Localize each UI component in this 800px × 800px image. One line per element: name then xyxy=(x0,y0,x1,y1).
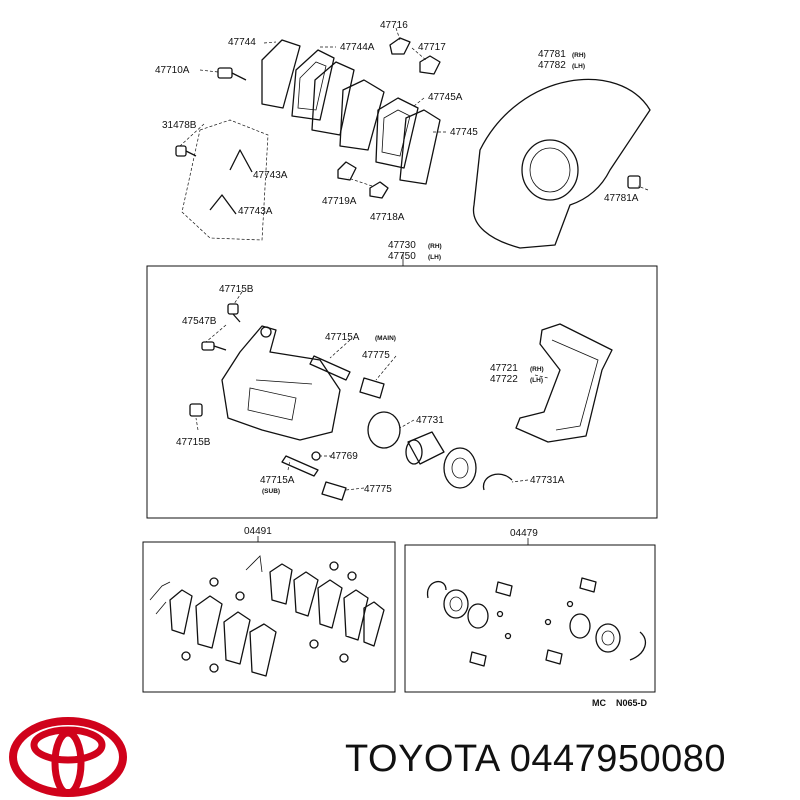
label-47715B-bottom: 47715B xyxy=(176,437,211,448)
label-47775-top: 47775 xyxy=(362,350,390,361)
pad-47744A xyxy=(291,49,335,121)
label-47721: 47721 xyxy=(490,363,518,374)
cylinder-boot xyxy=(443,447,477,489)
set-ring-47731A xyxy=(482,473,513,491)
label-47750-lh: (LH) xyxy=(428,254,441,261)
kit-04479-seals xyxy=(426,577,647,667)
label-47730-rh: (RH) xyxy=(428,243,442,250)
label-47745A: 47745A xyxy=(428,92,463,103)
pad-clip-47716 xyxy=(389,37,411,55)
label-main: (MAIN) xyxy=(375,335,396,342)
label-47731: 47731 xyxy=(416,415,444,426)
pad-clip-47718A xyxy=(369,181,389,199)
brand-name: TOYOTA xyxy=(345,738,499,780)
pad-inner xyxy=(311,61,385,151)
label-47731A: 47731A xyxy=(530,475,565,486)
pad-clip-47719A xyxy=(337,161,357,181)
toyota-logo-icon xyxy=(9,717,127,797)
leader-lines-middle xyxy=(195,291,549,491)
label-47715B-top: 47715B xyxy=(219,284,254,295)
label-47745: 47745 xyxy=(450,127,478,138)
caliper-assembly-frame xyxy=(146,265,658,519)
boot-47775-top xyxy=(359,377,385,399)
label-47781-rh: (RH) xyxy=(572,52,586,59)
kit-04491-pads xyxy=(149,555,385,677)
bleeder-47547B xyxy=(201,341,227,351)
label-47718A: 47718A xyxy=(370,212,405,223)
caliper-cylinder xyxy=(221,325,341,441)
bolt-47715B-top xyxy=(227,303,241,323)
brand-footer: TOYOTA 0447950080 xyxy=(345,738,726,781)
caliper-outline-top xyxy=(181,119,269,241)
label-47715A-sub: 47715A xyxy=(260,475,295,486)
label-kit-04479: 04479 xyxy=(510,528,538,539)
bolt-47710A xyxy=(217,67,247,81)
pad-shim-47744 xyxy=(261,39,301,109)
slide-pin-47715A-sub xyxy=(281,455,319,477)
label-47722: 47722 xyxy=(490,374,518,385)
caliper-mounting-bracket xyxy=(515,323,613,443)
label-47744A: 47744A xyxy=(340,42,375,53)
pad-47745A xyxy=(375,97,419,169)
label-47781: 47781 xyxy=(538,49,566,60)
label-47781A: 47781A xyxy=(604,193,639,204)
piston xyxy=(405,431,445,465)
label-47721-rh: (RH) xyxy=(530,366,544,373)
pad-clip-47717 xyxy=(419,55,441,75)
label-diagram-code: N065-D xyxy=(616,698,648,708)
label-47743A-1: 47743A xyxy=(253,170,288,181)
label-47716: 47716 xyxy=(380,20,408,31)
label-47750: 47750 xyxy=(388,251,416,262)
kit-04479-frame xyxy=(404,544,656,693)
label-47782: 47782 xyxy=(538,60,566,71)
label-47743A-2: 47743A xyxy=(238,206,273,217)
label-47710A: 47710A xyxy=(155,65,190,76)
bushing-47769 xyxy=(311,451,321,461)
bolt-31478B xyxy=(175,145,197,157)
kit-04491-frame xyxy=(142,541,396,693)
label-47547B: 47547B xyxy=(182,316,217,327)
label-47769: 47769 xyxy=(330,451,358,462)
label-47717: 47717 xyxy=(418,42,446,53)
label-47744: 47744 xyxy=(228,37,256,48)
pad-shim-47745 xyxy=(399,109,441,185)
label-47722-lh: (LH) xyxy=(530,377,543,384)
label-47730: 47730 xyxy=(388,240,416,251)
label-mc: MC xyxy=(592,698,606,708)
label-47715A-main: 47715A xyxy=(325,332,360,343)
label-47775-bottom: 47775 xyxy=(364,484,392,495)
label-31478B: 31478B xyxy=(162,120,197,131)
part-number: 0447950080 xyxy=(509,738,727,780)
bolt-47781A xyxy=(627,175,641,189)
boot-47775-bottom xyxy=(321,481,347,501)
label-47782-lh: (LH) xyxy=(572,63,585,70)
label-sub: (SUB) xyxy=(262,488,280,495)
leader-lines-top xyxy=(179,27,649,191)
bolt-47715B-bottom xyxy=(189,403,203,417)
dust-shield-47781 xyxy=(472,78,651,249)
slide-pin-47715A-main xyxy=(309,355,351,381)
pad-indicator-47743A-2 xyxy=(209,194,237,215)
label-47719A: 47719A xyxy=(322,196,357,207)
label-kit-04491: 04491 xyxy=(244,526,272,537)
pad-indicator-47743A-1 xyxy=(229,149,253,173)
piston-seal-47731 xyxy=(367,411,401,449)
